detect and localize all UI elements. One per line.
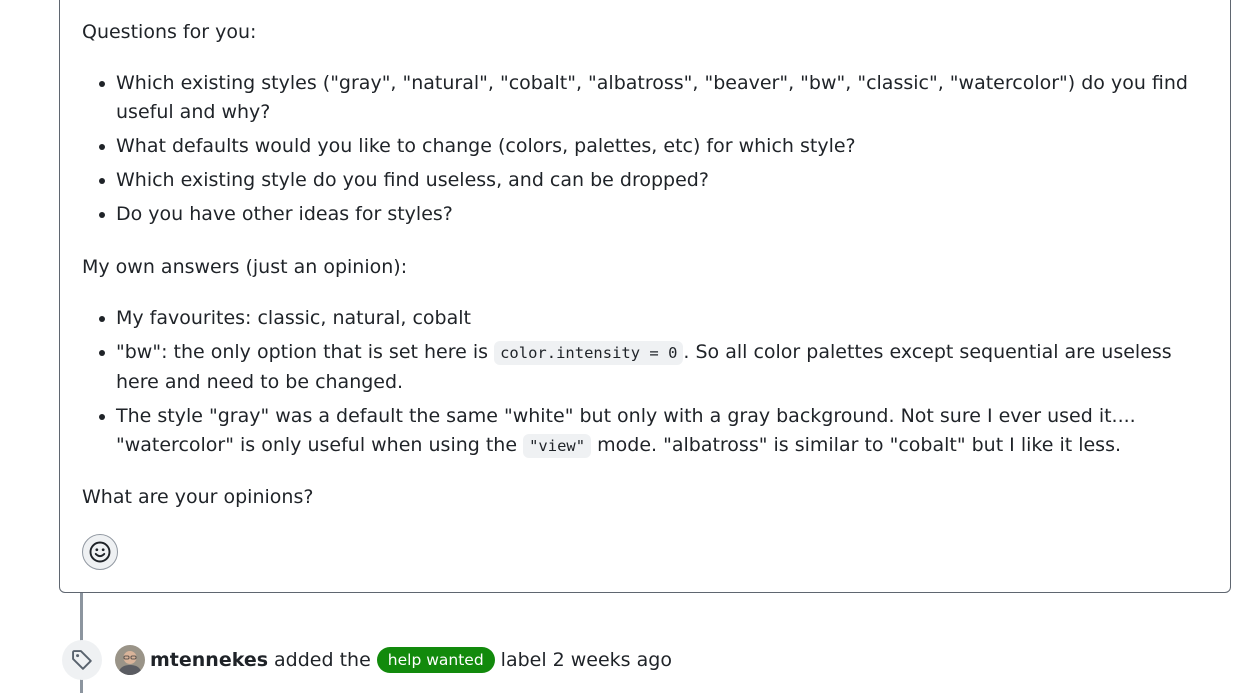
tag-icon: [72, 650, 92, 670]
questions-list: Which existing styles ("gray", "natural"…: [82, 69, 1216, 234]
closing-question: What are your opinions?: [82, 486, 314, 508]
event-timestamp[interactable]: 2 weeks ago: [552, 649, 672, 671]
answers-list: My favourites: classic, natural, cobalt …: [82, 304, 1216, 466]
timeline-event: mtennekes added the help wanted label 2 …: [115, 644, 672, 676]
answers-heading: My own answers (just an opinion):: [82, 256, 408, 278]
actor-username[interactable]: mtennekes: [150, 649, 269, 671]
event-action: added the: [274, 649, 371, 671]
list-item: Do you have other ideas for styles?: [99, 200, 1216, 229]
inline-code: "view": [523, 434, 592, 458]
inline-code: color.intensity = 0: [494, 341, 684, 365]
answer-text: The style "gray" was a default the same …: [116, 405, 1136, 456]
answer-text: mode. "albatross" is similar to "cobalt"…: [591, 434, 1122, 456]
smiley-icon: [89, 541, 111, 563]
avatar[interactable]: [115, 645, 145, 675]
answer-text: . So all color palettes except sequentia…: [116, 341, 1172, 393]
list-item: Which existing style do you find useless…: [99, 166, 1216, 195]
list-item: Which existing styles ("gray", "natural"…: [99, 69, 1216, 127]
questions-heading: Questions for you:: [82, 21, 257, 43]
add-reaction-button[interactable]: [82, 534, 118, 570]
avatar-image: [115, 645, 145, 675]
list-item: What defaults would you like to change (…: [99, 132, 1216, 161]
help-wanted-label[interactable]: help wanted: [376, 647, 495, 673]
label-event-badge: [62, 640, 102, 680]
comment-box: Questions for you: Which existing styles…: [59, 0, 1231, 593]
list-item: My favourites: classic, natural, cobalt: [99, 304, 1216, 333]
event-suffix: label: [500, 649, 547, 671]
list-item: "bw": the only option that is set here i…: [99, 338, 1216, 397]
answer-text: "bw": the only option that is set here i…: [116, 341, 495, 363]
list-item: The style "gray" was a default the same …: [99, 402, 1216, 461]
